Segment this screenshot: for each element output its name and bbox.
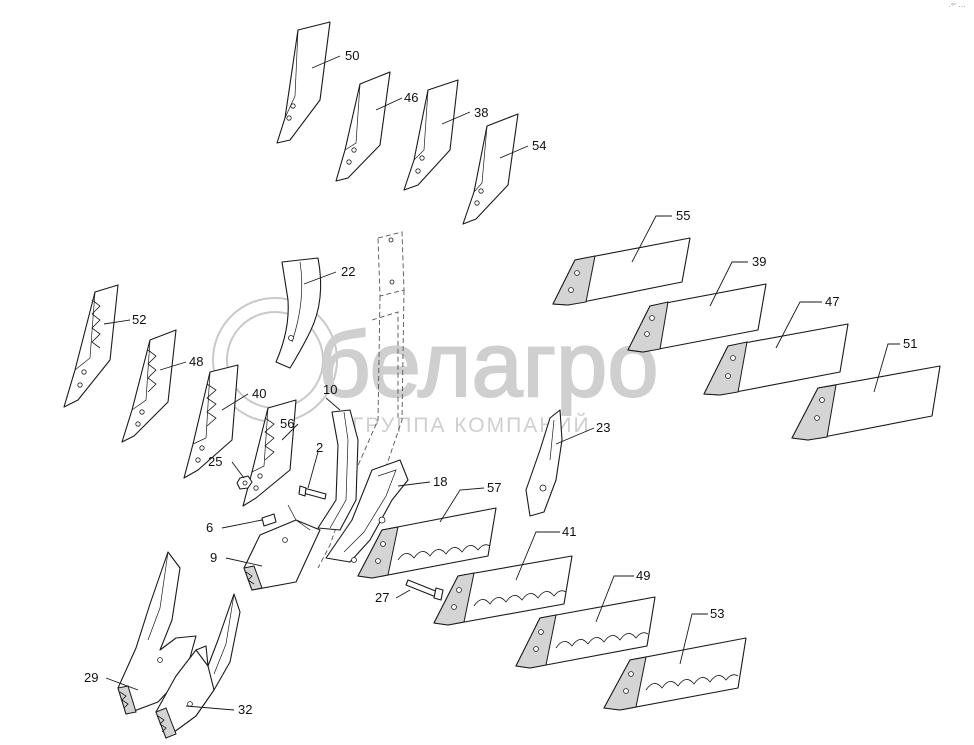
leader-27 — [395, 589, 411, 599]
part-41-serrated-blade — [433, 555, 573, 626]
part-51-blade — [791, 365, 941, 441]
part-49-serrated-blade — [515, 596, 656, 669]
part-23-side-plate — [525, 409, 563, 517]
callout-22: 22 — [341, 264, 355, 279]
callout-40: 40 — [252, 386, 266, 401]
leader-23 — [555, 427, 595, 445]
callout-47: 47 — [825, 294, 839, 309]
leader-6 — [221, 519, 263, 529]
leader-38 — [441, 111, 471, 125]
callout-23: 23 — [596, 420, 610, 435]
part-40-point — [183, 364, 239, 479]
leader-18 — [397, 481, 431, 487]
leader-51 — [873, 343, 900, 393]
part-38-chisel-point — [403, 79, 459, 191]
part-46-chisel-point — [335, 71, 391, 182]
leader-22 — [303, 271, 337, 285]
part-48-point — [121, 329, 177, 443]
callout-57: 57 — [487, 480, 501, 495]
leader-57 — [439, 487, 485, 523]
leader-52 — [103, 319, 131, 325]
leader-25 — [231, 461, 245, 479]
part-47-blade — [703, 323, 849, 396]
part-32-sweep-share — [155, 593, 241, 739]
part-56-point — [242, 399, 297, 507]
callout-39: 39 — [752, 254, 766, 269]
leader-10 — [325, 397, 341, 411]
leader-56 — [281, 423, 299, 441]
callout-41: 41 — [562, 524, 576, 539]
leader-48 — [159, 361, 187, 371]
callout-50: 50 — [345, 48, 359, 63]
callout-29: 29 — [84, 670, 98, 685]
watermark: белагро ГРУППА КОМПАНИЙ — [212, 297, 660, 437]
callout-55: 55 — [676, 208, 690, 223]
callout-27: 27 — [375, 590, 389, 605]
leader-50 — [311, 55, 341, 69]
callout-49: 49 — [636, 568, 650, 583]
part-53-serrated-blade — [603, 637, 747, 711]
callout-52: 52 — [132, 312, 146, 327]
leader-2 — [307, 451, 319, 489]
callout-6: 6 — [206, 520, 213, 535]
callout-18: 18 — [433, 474, 447, 489]
part-27-bolt — [405, 579, 444, 601]
part-29-sweep-share — [117, 551, 197, 715]
leader-39 — [709, 261, 748, 307]
callout-38: 38 — [474, 105, 488, 120]
corner-mark: ·°' ··· — [948, 2, 966, 11]
leader-53 — [679, 613, 708, 665]
leader-49 — [595, 575, 634, 623]
part-50-chisel-point — [276, 21, 331, 144]
leader-54 — [499, 145, 529, 159]
callout-labels: 50 46 38 54 22 52 48 40 10 56 2 25 18 57… — [84, 48, 917, 717]
leader-40 — [221, 393, 249, 411]
callout-46: 46 — [404, 90, 418, 105]
leader-47 — [775, 301, 822, 349]
callout-54: 54 — [532, 138, 546, 153]
part-6-bolt — [261, 513, 277, 527]
part-25-nut — [236, 475, 253, 490]
callout-2: 2 — [316, 440, 323, 455]
leader-9 — [225, 557, 263, 567]
callout-25: 25 — [208, 454, 222, 469]
watermark-brand: белагро — [318, 314, 659, 416]
part-54-chisel-point — [462, 113, 519, 225]
callout-9: 9 — [210, 550, 217, 565]
part-2-bolt — [298, 485, 327, 500]
leader-lines — [103, 55, 900, 711]
callout-51: 51 — [903, 336, 917, 351]
part-18-holder — [325, 459, 409, 563]
callout-56: 56 — [280, 416, 294, 431]
part-39-blade — [627, 283, 767, 353]
part-57-serrated-blade — [357, 507, 497, 579]
part-52-point — [63, 284, 119, 408]
part-22-deflector — [275, 257, 322, 369]
part-55-blade — [552, 237, 691, 306]
leader-46 — [375, 97, 403, 111]
leader-41 — [515, 531, 560, 581]
leader-55 — [631, 215, 672, 263]
callout-32: 32 — [238, 702, 252, 717]
callout-53: 53 — [710, 606, 724, 621]
callout-48: 48 — [189, 354, 203, 369]
leader-29 — [105, 677, 139, 691]
callout-10: 10 — [323, 382, 337, 397]
part-9-share — [243, 504, 321, 591]
leader-32 — [185, 705, 235, 711]
part-10-shank — [317, 409, 359, 531]
